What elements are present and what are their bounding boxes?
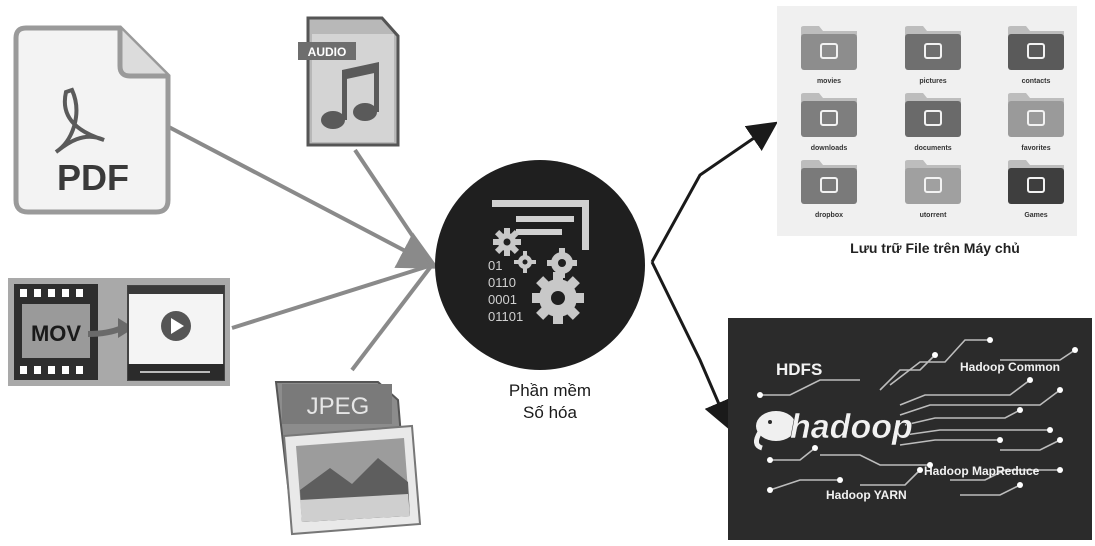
audio-label: AUDIO	[308, 45, 347, 59]
hadoop-common-label: Hadoop Common	[960, 360, 1060, 374]
folder-downloads-icon[interactable]: downloads	[801, 93, 857, 152]
folder-dropbox-icon[interactable]: dropbox	[801, 160, 857, 219]
folder-games-icon[interactable]: Games	[1008, 160, 1064, 219]
pdf-file-icon: PDF	[13, 25, 171, 215]
jpeg-label: JPEG	[307, 393, 370, 420]
storage-arrow	[650, 121, 778, 263]
binary-line-1: 01	[488, 258, 502, 273]
binary-line-3: 0001	[488, 292, 517, 307]
folder-label: utorrent	[920, 212, 948, 219]
folder-movies-icon[interactable]: movies	[801, 26, 857, 85]
mov-video-icon: MOV	[8, 278, 230, 386]
binary-line-4: 01101	[488, 309, 523, 324]
folder-favorites-icon[interactable]: favorites	[1008, 93, 1064, 152]
folder-label: movies	[817, 78, 841, 85]
mov-connector	[231, 263, 433, 330]
folder-contacts-icon[interactable]: contacts	[1008, 26, 1064, 85]
hadoop-mapreduce-label: Hadoop MapReduce	[924, 464, 1040, 478]
software-caption: Phần mềm Số hóa	[470, 380, 630, 424]
folder-label: documents	[914, 145, 951, 152]
storage-folder-grid: movies pictures contacts downloads documents…	[777, 6, 1077, 236]
hadoop-elephant-logo	[754, 411, 796, 451]
circuit-lines	[760, 339, 1076, 496]
folder-documents-icon[interactable]: documents	[905, 93, 961, 152]
audio-connector	[353, 148, 434, 267]
music-note-icon	[321, 62, 379, 129]
hdfs-label: HDFS	[776, 360, 822, 379]
input-connectors	[164, 123, 440, 372]
folder-utorrent-icon[interactable]: utorrent	[905, 160, 961, 219]
folder-label: pictures	[919, 78, 946, 85]
jpeg-connector	[350, 263, 434, 372]
hadoop-arrow	[650, 261, 733, 431]
folder-label: downloads	[811, 145, 848, 152]
folder-label: favorites	[1021, 145, 1050, 152]
large-gear-icon	[532, 248, 584, 324]
digitization-software-icon: 01 0110 0001 01101	[435, 160, 645, 370]
pdf-label: PDF	[57, 157, 129, 198]
folder-label: Games	[1024, 212, 1047, 219]
hadoop-yarn-label: Hadoop YARN	[826, 488, 907, 502]
binary-line-2: 0110	[488, 275, 516, 290]
pdf-connector	[164, 123, 440, 269]
acrobat-symbol	[54, 87, 105, 154]
landscape-photo-icon	[296, 438, 410, 522]
storage-caption: Lưu trữ File trên Máy chủ	[850, 240, 1020, 256]
folder-label: dropbox	[815, 212, 843, 219]
folder-label: contacts	[1022, 78, 1051, 85]
gear-icon	[493, 228, 536, 273]
hadoop-panel: HDFS Hadoop Common hadoop Hadoop MapRedu…	[728, 318, 1092, 540]
circuit-nodes	[757, 337, 1078, 493]
software-caption-line-2: Số hóa	[523, 403, 577, 422]
software-caption-line-1: Phần mềm	[508, 381, 592, 400]
jpeg-file-icon: JPEG	[274, 381, 422, 536]
folder-pictures-icon[interactable]: pictures	[905, 26, 961, 85]
mov-label: MOV	[31, 321, 81, 346]
hadoop-logo: hadoop	[790, 408, 913, 446]
output-connectors	[650, 121, 778, 431]
audio-file-icon: AUDIO	[298, 16, 400, 147]
